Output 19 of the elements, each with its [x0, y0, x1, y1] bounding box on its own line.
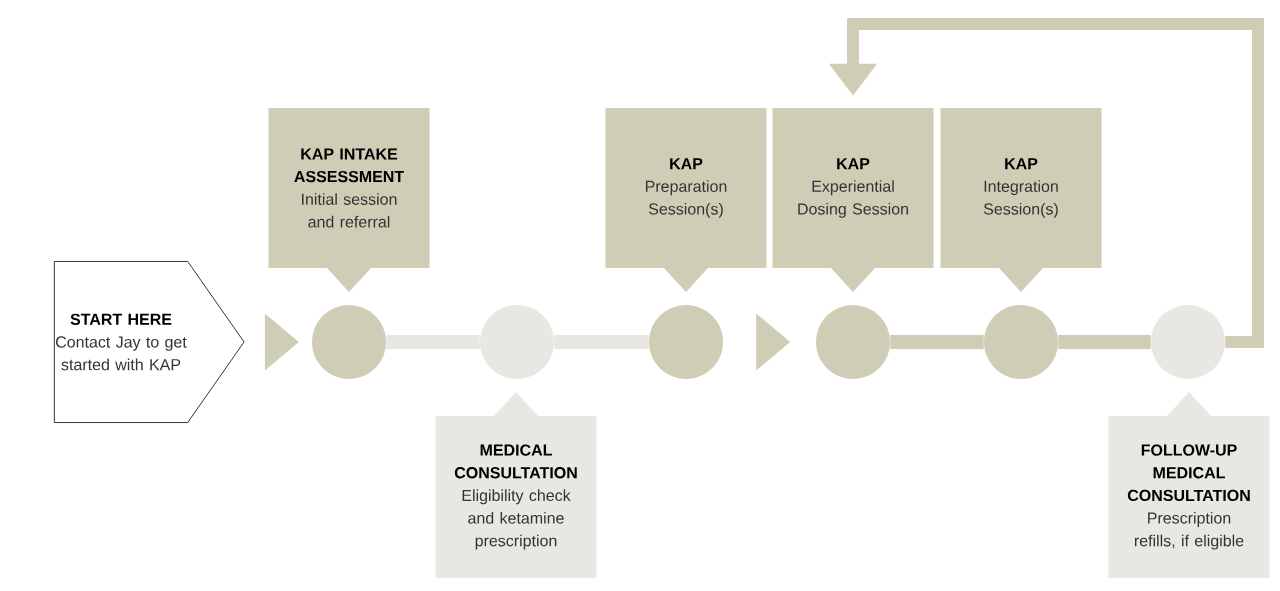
- step-circle: [816, 305, 890, 379]
- step-circle: [480, 305, 554, 379]
- connector-line: [386, 335, 480, 349]
- callout-box: KAP Preparation Session(s): [605, 108, 767, 292]
- callout-box: KAP Experiential Dosing Session: [772, 108, 934, 292]
- connector-line: [890, 335, 984, 349]
- start-box: START HERE Contact Jay to get started with KAP: [53, 261, 245, 423]
- chevron-arrow: [756, 313, 791, 371]
- chevron-arrow: [264, 313, 299, 371]
- callout-box: MEDICAL CONSULTATION Eligibility check and ketamine prescription: [435, 392, 597, 578]
- step-circle: [984, 305, 1058, 379]
- step-circle: [1151, 305, 1225, 379]
- connector-line: [554, 335, 649, 349]
- callout-box: FOLLOW-UP MEDICAL CONSULTATION Prescription refills, if eligible: [1108, 392, 1270, 578]
- callout-box: KAP Integration Session(s): [940, 108, 1102, 292]
- connector-line: [1058, 335, 1151, 349]
- callout-box: KAP INTAKE ASSESSMENT Initial session and referral: [268, 108, 430, 292]
- step-circle: [649, 305, 723, 379]
- step-circle: [312, 305, 386, 379]
